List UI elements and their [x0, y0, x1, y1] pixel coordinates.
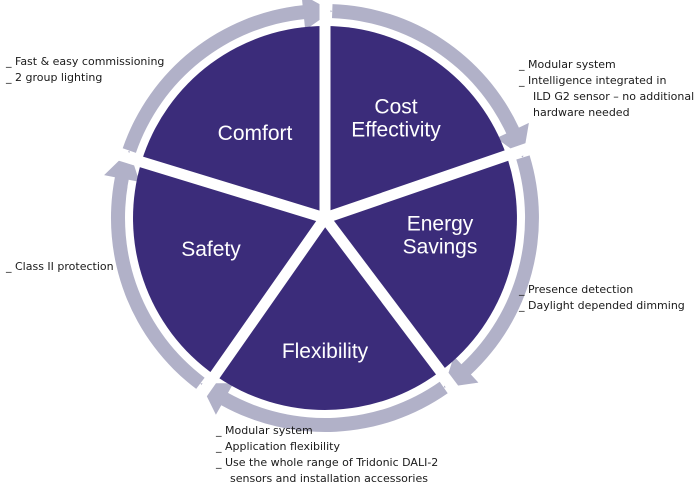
cycle-arrow-safety	[122, 0, 333, 153]
segment-dividers	[109, 0, 539, 405]
note-line: _ 2 group lighting	[6, 71, 103, 84]
segment-label-safety: Safety	[181, 238, 241, 261]
note-line: _ Application flexibility	[216, 440, 340, 453]
segment-label-comfort: Comfort	[218, 122, 293, 145]
flexibility-notes: _ Modular system _ Application flexibilit…	[216, 423, 438, 487]
note-line: sensors and installation accessories	[230, 472, 428, 485]
note-line: ILD G2 sensor – no additional	[533, 90, 695, 103]
segment-energy	[214, 218, 441, 410]
segment-safety	[141, 26, 325, 218]
note-line: _ Daylight depended dimming	[519, 299, 685, 312]
note-line: _ Fast & easy commissioning	[6, 55, 165, 68]
energy-savings-notes: _ Presence detection _ Daylight depended …	[519, 282, 685, 314]
note-line: _ Class II protection	[6, 260, 114, 273]
cycle-arrow-comfort	[332, 4, 529, 158]
segment-flexibility	[133, 161, 325, 376]
safety-notes: _ Class II protection	[6, 259, 114, 275]
cycle-arrow-cost	[443, 155, 539, 388]
note-line: _ Modular system	[216, 424, 313, 437]
divider-line	[109, 147, 327, 224]
comfort-notes: _ Fast & easy commissioning _ 2 group lig…	[6, 54, 164, 86]
note-line: _ Presence detection	[519, 283, 634, 296]
segment-cost	[325, 155, 517, 372]
cost-effectivity-notes: _ Modular system _ Intelligence integrate…	[519, 57, 694, 121]
note-line: _ Use the whole range of Tridonic DALI-2	[216, 456, 439, 469]
divider-line	[320, 214, 465, 401]
note-line: _ Modular system	[519, 58, 616, 71]
cycle-arrow-flexibility	[104, 150, 205, 389]
cycle-ring	[104, 0, 539, 432]
note-line: hardware needed	[533, 106, 630, 119]
divider-line	[323, 139, 539, 224]
segment-label-flexibility: Flexibility	[282, 340, 369, 363]
cycle-arrow-energy	[200, 381, 448, 432]
note-line: _ Intelligence integrated in	[519, 74, 667, 87]
divider-line	[191, 214, 330, 405]
